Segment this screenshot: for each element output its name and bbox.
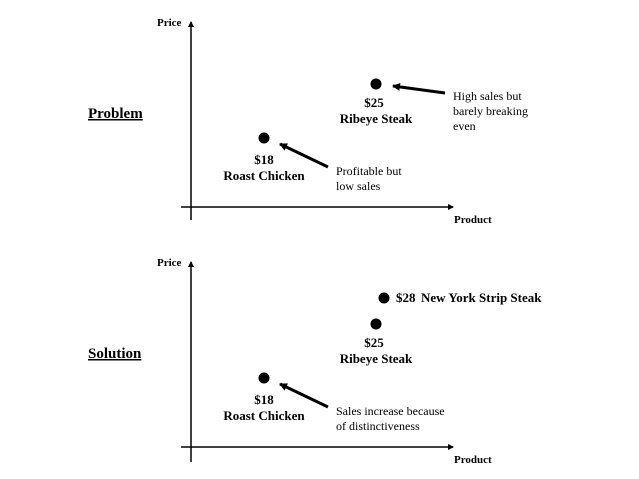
- arrow-chicken: [279, 142, 329, 169]
- annotation-chicken-line2: of distinctiveness: [336, 419, 420, 433]
- roast-chicken-dot: [258, 132, 270, 144]
- ny-strip-steak-price: $28: [396, 290, 416, 305]
- roast-chicken-name: Roast Chicken: [223, 168, 305, 183]
- solution-panel: Solution Price Product $18 Roast Chicken…: [88, 257, 542, 466]
- y-axis-label: Price: [157, 17, 182, 29]
- annotation-ribeye-line2: barely breaking: [453, 104, 528, 118]
- ribeye-steak-name: Ribeye Steak: [340, 111, 413, 126]
- x-axis-label: Product: [454, 214, 492, 226]
- arrow-chicken: [279, 382, 329, 409]
- ribeye-steak-name: Ribeye Steak: [340, 351, 413, 366]
- roast-chicken-dot: [258, 372, 270, 384]
- annotation-chicken-line1: Sales increase because: [336, 404, 445, 418]
- ribeye-steak-dot: [370, 318, 382, 330]
- ny-strip-steak-dot: [378, 292, 390, 304]
- annotation-chicken-line1: Profitable but: [336, 164, 402, 178]
- roast-chicken-price: $18: [254, 152, 274, 167]
- problem-panel: Problem Price Product $18 Roast Chicken …: [88, 17, 528, 226]
- section-label-solution: Solution: [88, 346, 142, 362]
- annotation-chicken-line2: low sales: [336, 179, 381, 193]
- roast-chicken-price: $18: [254, 392, 274, 407]
- roast-chicken-name: Roast Chicken: [223, 408, 305, 423]
- y-axis-label: Price: [157, 257, 182, 269]
- arrow-ribeye: [392, 82, 446, 95]
- ribeye-steak-price: $25: [364, 95, 384, 110]
- annotation-ribeye-line3: even: [453, 119, 476, 133]
- x-axis-label: Product: [454, 454, 492, 466]
- ny-strip-steak-name: New York Strip Steak: [421, 290, 542, 305]
- section-label-problem: Problem: [88, 106, 143, 122]
- ribeye-steak-dot: [370, 78, 382, 90]
- ribeye-steak-price: $25: [364, 335, 384, 350]
- annotation-ribeye-line1: High sales but: [453, 89, 522, 103]
